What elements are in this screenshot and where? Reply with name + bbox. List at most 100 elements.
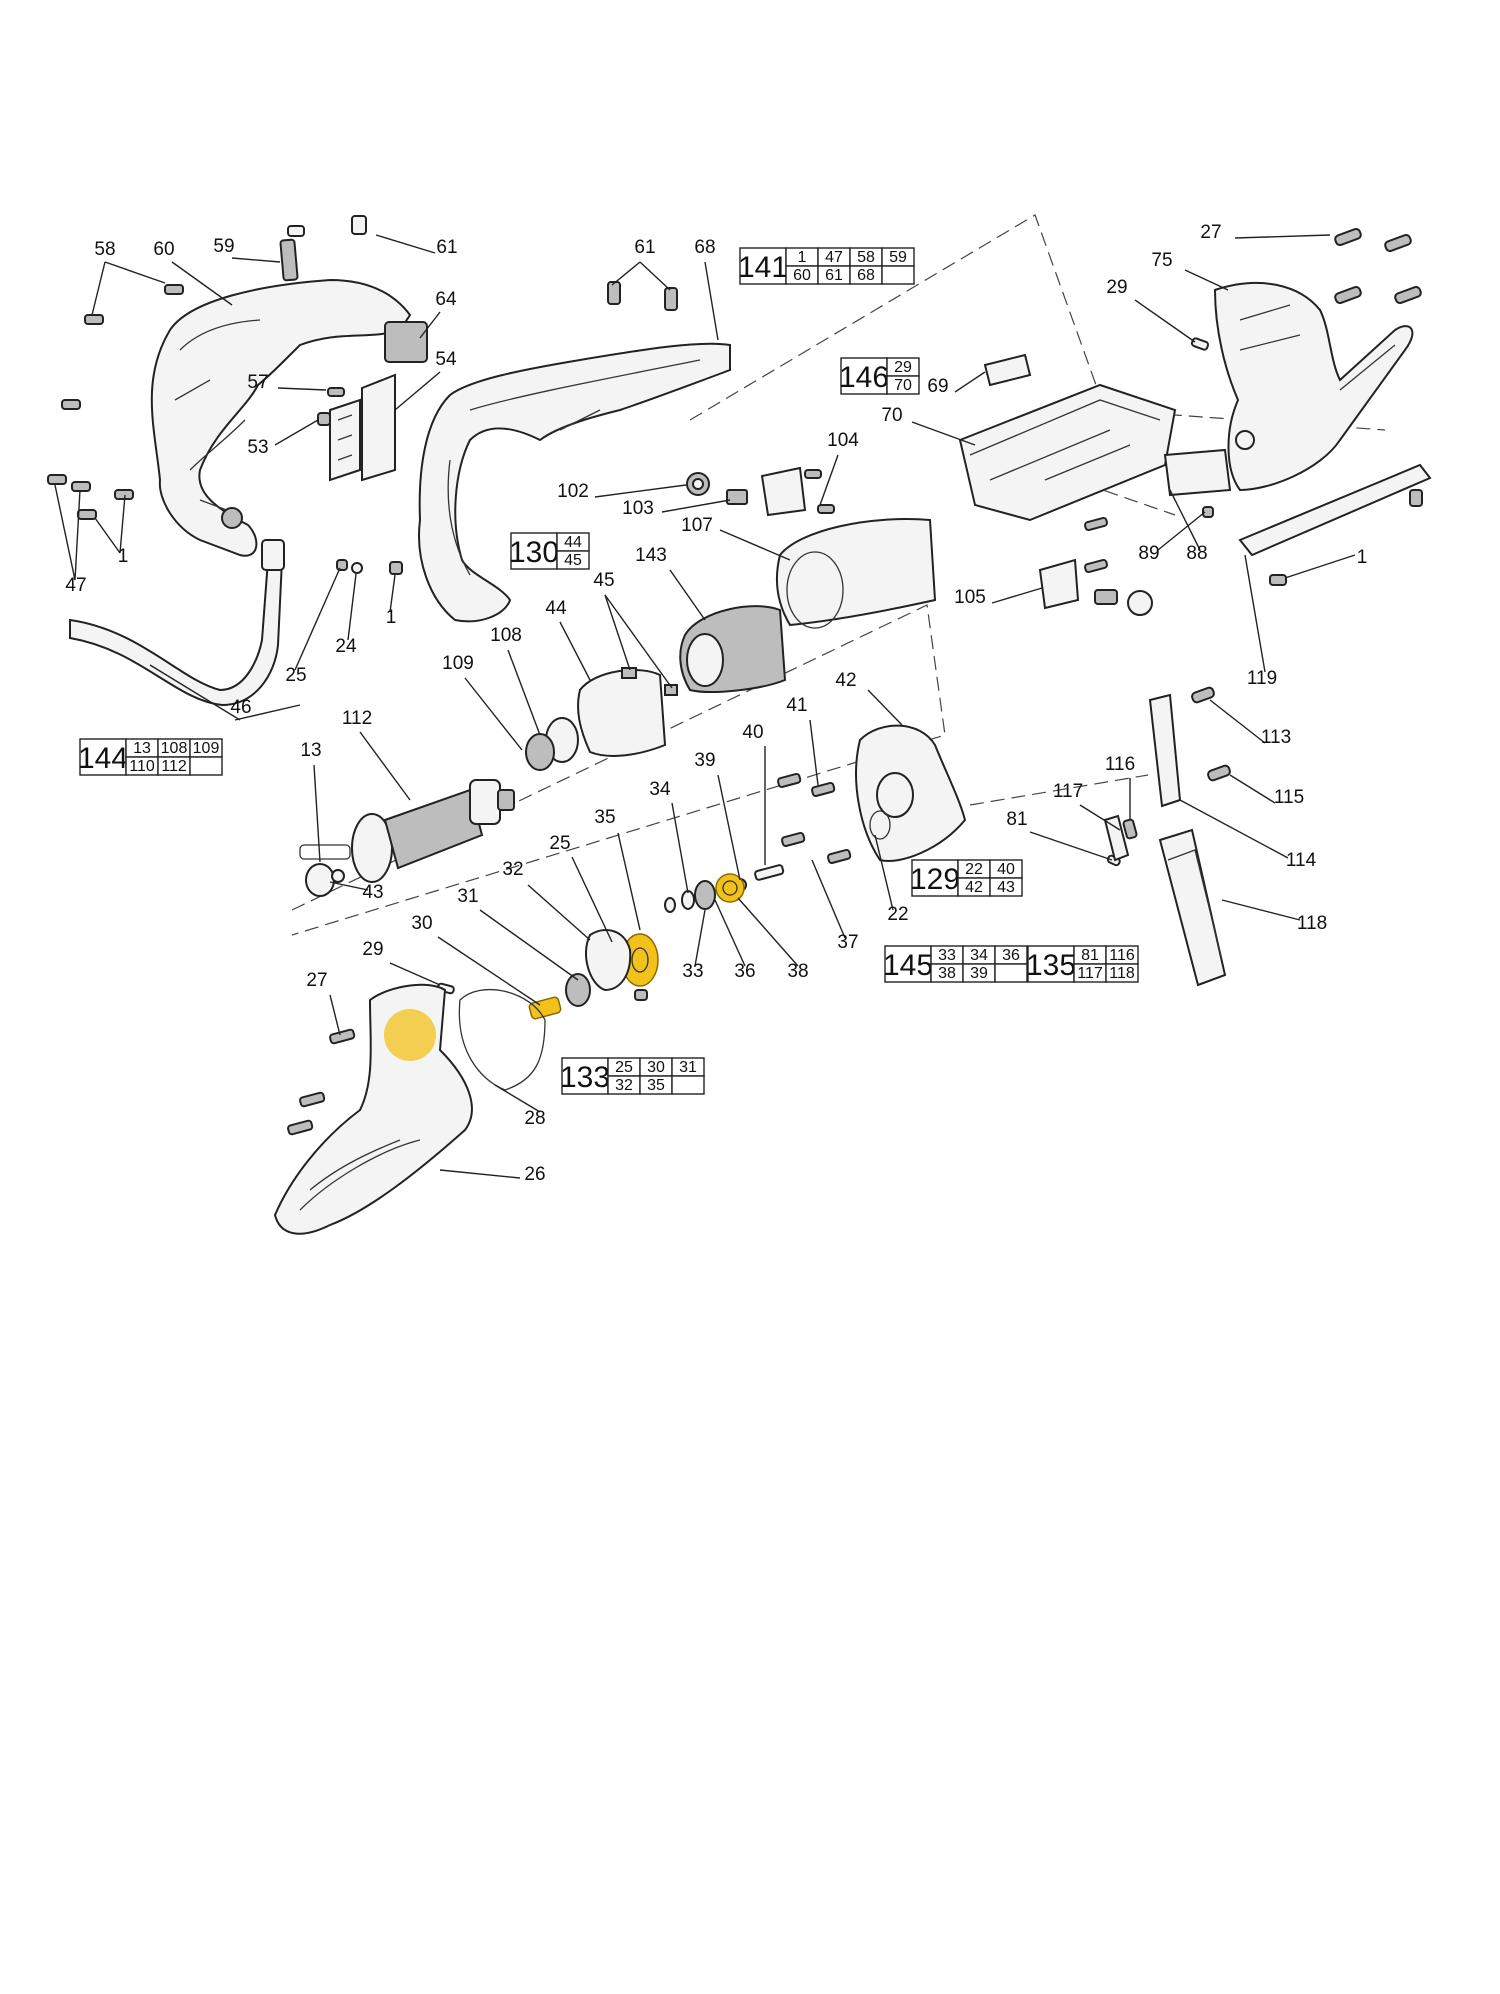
gear-housing bbox=[855, 724, 967, 862]
lower-guard-assembly bbox=[1103, 693, 1227, 987]
callout-27: 27 bbox=[1200, 222, 1221, 243]
brush-cap-parts bbox=[1038, 558, 1153, 616]
kit-141-part-1: 1 bbox=[798, 249, 807, 266]
kit-133-part-32: 32 bbox=[615, 1077, 633, 1094]
callout-103: 103 bbox=[622, 498, 654, 519]
armature bbox=[299, 779, 515, 897]
callout-40: 40 bbox=[742, 722, 763, 743]
kit-133-part-30: 30 bbox=[647, 1059, 665, 1076]
callout-105: 105 bbox=[954, 587, 986, 608]
kit-144-part-13: 13 bbox=[133, 740, 151, 757]
callout-57: 57 bbox=[247, 372, 268, 393]
tube-assembly bbox=[69, 539, 285, 707]
callout-1: 1 bbox=[386, 607, 397, 628]
callout-64: 64 bbox=[435, 289, 457, 310]
callout-81: 81 bbox=[1006, 809, 1027, 830]
callout-1: 1 bbox=[1357, 547, 1368, 568]
callout-58: 58 bbox=[94, 239, 115, 260]
kit-144-part-110: 110 bbox=[129, 758, 155, 775]
callout-30: 30 bbox=[411, 913, 432, 934]
switch-parts bbox=[329, 321, 428, 482]
rear-housing bbox=[1213, 282, 1414, 492]
kit-145-part-34: 34 bbox=[970, 947, 988, 964]
callout-115: 115 bbox=[1274, 787, 1304, 808]
kit-129-part-43: 43 bbox=[997, 879, 1015, 896]
kit-144-part-109: 109 bbox=[193, 740, 220, 757]
callout-89: 89 bbox=[1138, 543, 1159, 564]
callout-60: 60 bbox=[153, 239, 174, 260]
callout-44: 44 bbox=[545, 598, 567, 619]
kit-141-part-58: 58 bbox=[857, 249, 875, 266]
kit-135-part-81: 81 bbox=[1081, 947, 1099, 964]
gear-cover bbox=[273, 983, 473, 1235]
callout-88: 88 bbox=[1186, 543, 1207, 564]
kit-133-part-25: 25 bbox=[615, 1059, 633, 1076]
callout-45: 45 bbox=[593, 570, 614, 591]
kit-id-146: 146 bbox=[839, 361, 889, 394]
brush-holder-parts bbox=[686, 466, 807, 517]
kit-141-part-59: 59 bbox=[889, 249, 907, 266]
callout-32: 32 bbox=[502, 859, 523, 880]
callout-114: 114 bbox=[1286, 850, 1317, 871]
kit-135-part-117: 117 bbox=[1077, 965, 1103, 982]
callout-54: 54 bbox=[435, 349, 457, 370]
callout-37: 37 bbox=[837, 932, 858, 953]
callout-27: 27 bbox=[306, 970, 327, 991]
kit-129-part-22: 22 bbox=[965, 861, 983, 878]
kit-146-part-70: 70 bbox=[894, 377, 912, 394]
callout-112: 112 bbox=[342, 708, 372, 729]
callout-59: 59 bbox=[213, 236, 234, 257]
callout-117: 117 bbox=[1053, 781, 1083, 802]
kit-145-part-33: 33 bbox=[938, 947, 956, 964]
kit-id-145: 145 bbox=[883, 949, 933, 982]
kit-130-part-44: 44 bbox=[564, 534, 582, 551]
callout-31: 31 bbox=[457, 886, 478, 907]
kit-141-part-68: 68 bbox=[857, 267, 875, 284]
gear-train bbox=[621, 864, 785, 987]
callout-24: 24 bbox=[335, 636, 357, 657]
kit-145-part-39: 39 bbox=[970, 965, 988, 982]
callout-46: 46 bbox=[230, 697, 251, 718]
callout-118: 118 bbox=[1297, 913, 1327, 934]
cover-highlight bbox=[384, 1009, 436, 1061]
callout-69: 69 bbox=[927, 376, 948, 397]
callout-42: 42 bbox=[835, 670, 856, 691]
callout-116: 116 bbox=[1105, 754, 1135, 775]
callout-25: 25 bbox=[285, 665, 306, 686]
callout-41: 41 bbox=[786, 695, 807, 716]
gasket bbox=[458, 988, 546, 1091]
kit-129-part-40: 40 bbox=[997, 861, 1015, 878]
callout-33: 33 bbox=[682, 961, 703, 982]
kit-146-part-29: 29 bbox=[894, 359, 912, 376]
callout-1: 1 bbox=[118, 546, 129, 567]
kit-141-part-47: 47 bbox=[825, 249, 843, 266]
callout-28: 28 bbox=[524, 1108, 545, 1129]
callout-13: 13 bbox=[300, 740, 321, 761]
callout-107: 107 bbox=[681, 515, 713, 536]
kit-129-part-42: 42 bbox=[965, 879, 983, 896]
kit-id-135: 135 bbox=[1026, 949, 1076, 982]
callout-22: 22 bbox=[887, 904, 908, 925]
kit-135-part-118: 118 bbox=[1109, 965, 1135, 982]
callout-61: 61 bbox=[436, 237, 457, 258]
kit-id-141: 141 bbox=[738, 251, 788, 284]
callout-36: 36 bbox=[734, 961, 755, 982]
callout-113: 113 bbox=[1261, 727, 1291, 748]
callout-108: 108 bbox=[490, 625, 522, 646]
kit-id-133: 133 bbox=[560, 1061, 610, 1094]
callout-68: 68 bbox=[694, 237, 715, 258]
spindle-parts bbox=[528, 929, 632, 1020]
handle-housing-left bbox=[150, 278, 412, 557]
callout-143: 143 bbox=[635, 545, 667, 566]
callout-34: 34 bbox=[649, 779, 671, 800]
callout-75: 75 bbox=[1151, 250, 1172, 271]
kit-141-part-60: 60 bbox=[793, 267, 811, 284]
callout-47: 47 bbox=[65, 575, 86, 596]
